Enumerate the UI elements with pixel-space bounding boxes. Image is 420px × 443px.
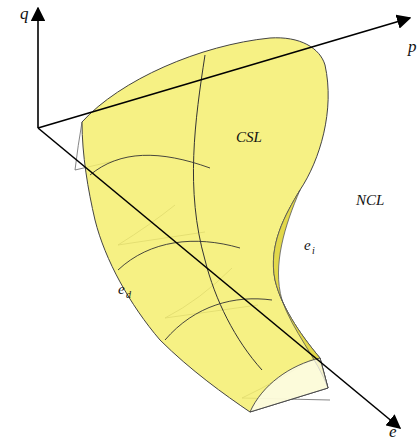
curve-label: NCL: [356, 193, 384, 208]
curve-label: e: [304, 238, 311, 253]
axis-label: p: [408, 38, 417, 55]
subscript: i: [312, 246, 315, 256]
state-boundary-surface: [82, 38, 328, 412]
curve-label: e: [118, 282, 125, 297]
axis-label: e: [389, 423, 397, 440]
axis-label: q: [20, 5, 29, 22]
section-arcs: [90, 155, 272, 340]
curve-label: CSL: [236, 130, 262, 145]
subscript: d: [126, 290, 131, 300]
end-cap: [250, 358, 328, 412]
csl-curve: [193, 55, 262, 370]
axes: [38, 8, 410, 428]
